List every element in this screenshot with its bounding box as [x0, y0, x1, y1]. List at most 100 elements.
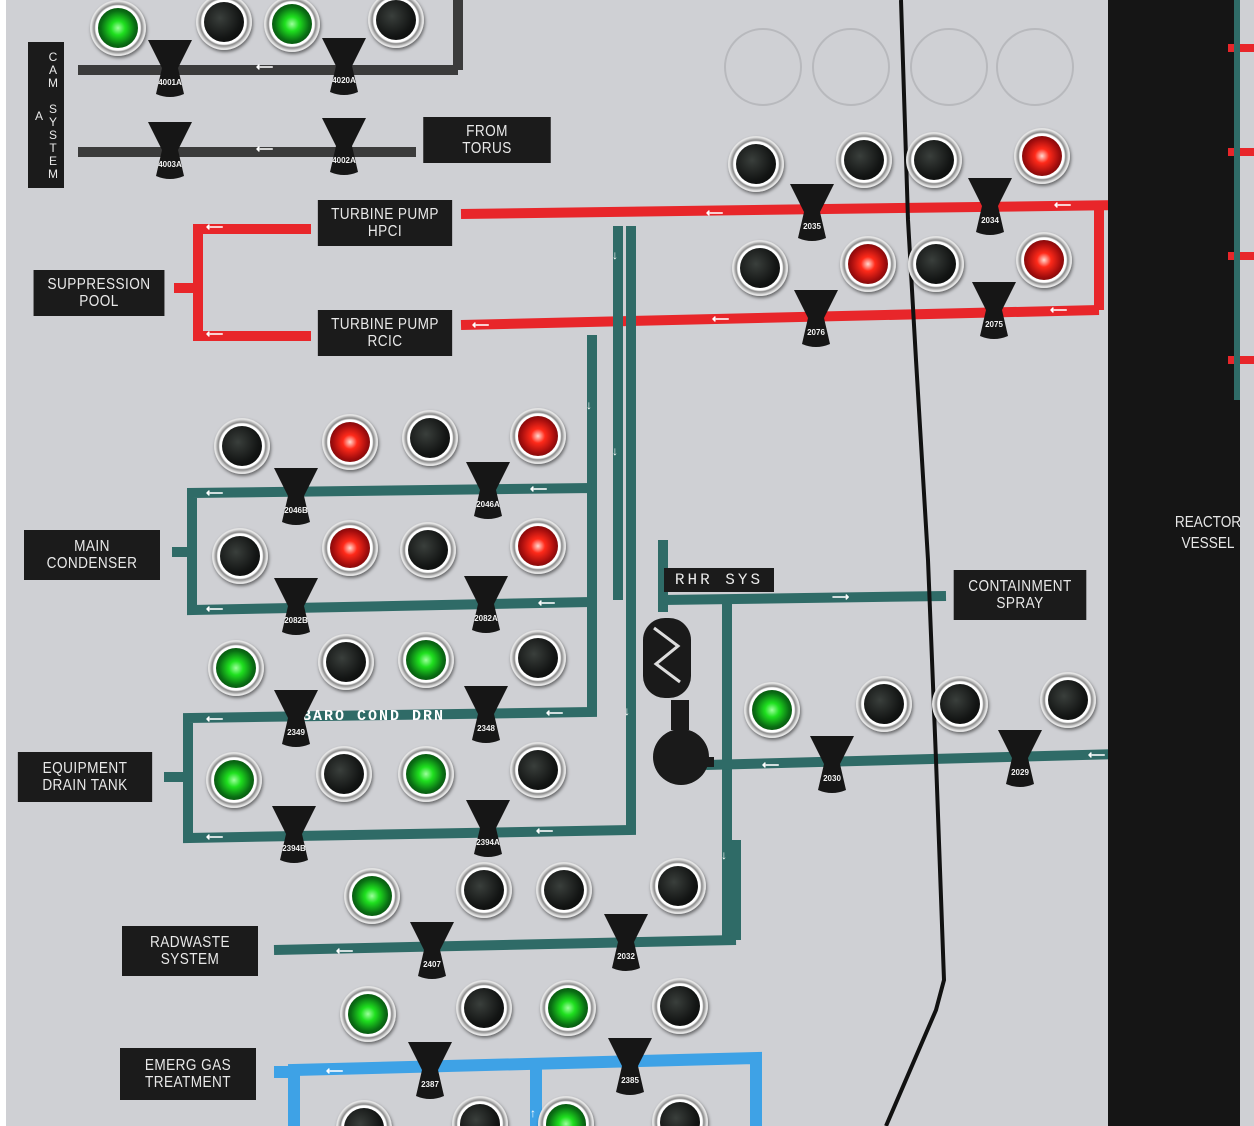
containment-spray-label: CONTAINMENT SPRAY	[953, 570, 1087, 620]
cam-pipes	[78, 0, 463, 157]
empty-lamp-socket	[996, 28, 1074, 106]
valve-number-label: 2076	[807, 328, 825, 337]
valve-number-label: 2032	[617, 952, 635, 961]
indicator-lamp-off[interactable]	[728, 136, 784, 192]
indicator-lamp-off[interactable]	[456, 862, 512, 918]
empty-lamp-socket	[812, 28, 890, 106]
flow-arrow-left-icon: ⟵	[530, 482, 548, 496]
rhr-sys-label: RHR SYS	[664, 568, 774, 592]
indicator-lamp-red[interactable]	[510, 518, 566, 574]
flow-arrow-left-icon: ⟵	[712, 312, 730, 326]
indicator-lamp-red[interactable]	[1014, 128, 1070, 184]
flow-arrow-left-icon: ⟵	[326, 1064, 344, 1078]
edge-red-tick	[1228, 252, 1254, 260]
flow-arrow-left-icon: ⟵	[538, 596, 556, 610]
flow-arrow-left-icon: ⟵	[536, 824, 554, 838]
indicator-lamp-off[interactable]	[1040, 672, 1096, 728]
indicator-lamp-off[interactable]	[318, 634, 374, 690]
valve-number-label: 2029	[1011, 768, 1029, 777]
empty-lamp-socket	[724, 28, 802, 106]
indicator-lamp-off[interactable]	[368, 0, 424, 48]
indicator-lamp-off[interactable]	[212, 528, 268, 584]
empty-lamp-socket	[910, 28, 988, 106]
flow-arrow-left-icon: ⟵	[206, 602, 224, 616]
valve-number-label: 2075	[985, 320, 1003, 329]
suppression-pool-label: SUPPRESSION POOL	[33, 270, 165, 316]
valve-number-label: 2034	[981, 216, 999, 225]
indicator-lamp-off[interactable]	[650, 858, 706, 914]
flow-arrow-left-icon: ⟵	[256, 142, 274, 156]
rhr-pump	[653, 700, 714, 785]
teal-pipes	[164, 226, 1159, 955]
valve-number-label: 2407	[423, 960, 441, 969]
valve-number-label: 2030	[823, 774, 841, 783]
indicator-lamp-off[interactable]	[402, 410, 458, 466]
valve-number-label: 4003A	[158, 160, 182, 169]
from-torus-label: FROM TORUS	[423, 117, 551, 163]
reactor-vessel-label: REACTOR VESSEL	[1174, 514, 1242, 552]
rhr-heat-exchanger	[643, 618, 691, 698]
flow-arrow-left-icon: ⟵	[206, 327, 224, 341]
indicator-lamp-green[interactable]	[398, 746, 454, 802]
flow-arrow-left-icon: ⟵	[206, 220, 224, 234]
flow-arrow-left-icon: ⟵	[206, 486, 224, 500]
edge-teal-strip	[1234, 0, 1254, 400]
flow-arrow-down-icon: ↓	[586, 398, 592, 412]
flow-arrow-up-icon: ↑	[530, 1106, 536, 1120]
blue-pipes	[274, 1051, 762, 1126]
indicator-lamp-green[interactable]	[90, 0, 146, 56]
indicator-lamp-off[interactable]	[906, 132, 962, 188]
indicator-lamp-red[interactable]	[510, 408, 566, 464]
indicator-lamp-red[interactable]	[322, 520, 378, 576]
indicator-lamp-green[interactable]	[208, 640, 264, 696]
valve-number-label: 2394B	[282, 844, 306, 853]
indicator-lamp-off[interactable]	[932, 676, 988, 732]
indicator-lamp-green[interactable]	[264, 0, 320, 52]
indicator-lamp-off[interactable]	[336, 1100, 392, 1126]
flow-arrow-left-icon: ⟵	[206, 830, 224, 844]
equipment-drain-tank-label: EQUIPMENT DRAIN TANK	[17, 752, 153, 802]
indicator-lamp-off[interactable]	[400, 522, 456, 578]
edge-red-tick	[1228, 44, 1254, 52]
baro-cond-drn-label: BARO COND DRN	[302, 708, 446, 725]
indicator-lamp-off[interactable]	[856, 676, 912, 732]
turbine-pump-hpci-label: TURBINE PUMP HPCI	[317, 200, 453, 246]
indicator-lamp-green[interactable]	[540, 980, 596, 1036]
valve-number-label: 4001A	[158, 78, 182, 87]
indicator-lamp-off[interactable]	[316, 746, 372, 802]
indicator-lamp-off[interactable]	[652, 978, 708, 1034]
valve-number-label: 2046B	[284, 506, 308, 515]
indicator-lamp-off[interactable]	[732, 240, 788, 296]
valve-number-label: 2046A	[476, 500, 500, 509]
flow-arrow-left-icon: ⟵	[546, 706, 564, 720]
indicator-lamp-green[interactable]	[744, 682, 800, 738]
valve-number-label: 2349	[287, 728, 305, 737]
flow-arrow-down-icon: ↓	[612, 248, 618, 262]
indicator-lamp-red[interactable]	[840, 236, 896, 292]
indicator-lamp-off[interactable]	[836, 132, 892, 188]
valve-number-label: 2348	[477, 724, 495, 733]
control-panel: REACTOR VESSEL CAM SYSTEM A FROM TORUS T…	[6, 0, 1254, 1126]
indicator-lamp-off[interactable]	[536, 862, 592, 918]
indicator-lamp-off[interactable]	[510, 742, 566, 798]
indicator-lamp-off[interactable]	[510, 630, 566, 686]
main-condenser-label: MAIN CONDENSER	[24, 530, 160, 580]
mimic-piping	[78, 0, 1159, 1126]
valve-number-label: 2394A	[476, 838, 500, 847]
indicator-lamp-green[interactable]	[398, 632, 454, 688]
flow-arrow-left-icon: ⟵	[1088, 748, 1106, 762]
indicator-lamp-green[interactable]	[206, 752, 262, 808]
indicator-lamp-green[interactable]	[340, 986, 396, 1042]
valve-number-label: 2385	[621, 1076, 639, 1085]
flow-arrow-left-icon: ⟵	[256, 60, 274, 74]
indicator-lamp-off[interactable]	[214, 418, 270, 474]
indicator-lamp-red[interactable]	[322, 414, 378, 470]
indicator-lamp-off[interactable]	[456, 980, 512, 1036]
indicator-lamp-off[interactable]	[196, 0, 252, 50]
turbine-pump-rcic-label: TURBINE PUMP RCIC	[317, 310, 453, 356]
indicator-lamp-green[interactable]	[344, 868, 400, 924]
flow-arrow-left-icon: ⟵	[762, 758, 780, 772]
indicator-lamp-red[interactable]	[1016, 232, 1072, 288]
flow-arrow-left-icon: ⟵	[1050, 303, 1068, 317]
indicator-lamp-off[interactable]	[908, 236, 964, 292]
